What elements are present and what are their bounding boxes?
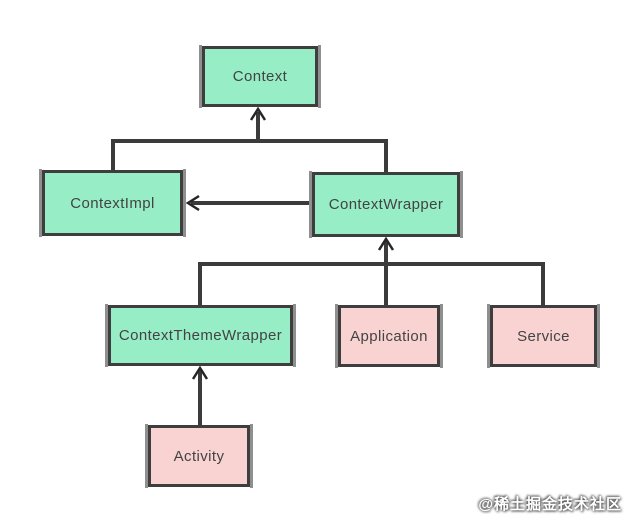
node-context: Context [199,45,321,108]
arrowhead-up-context [249,106,267,121]
arrowhead-left-contextimpl [185,194,200,212]
node-activity-label: Activity [173,447,225,465]
node-application-label: Application [350,327,428,345]
node-contextwrapper-label: ContextWrapper [328,196,444,213]
node-contextimpl: ContextImpl [39,169,186,237]
watermark: @稀土掘金技术社区 [478,496,622,513]
node-contextimpl-label: ContextImpl [70,194,155,212]
arrowhead-up-contextwrapper [377,236,395,251]
node-application: Application [335,304,443,368]
node-contextwrapper: ContextWrapper [309,171,463,238]
edge-inheritance-to-context [111,112,388,172]
node-contextthemewrapper: ContextThemeWrapper [105,304,296,367]
node-context-label: Context [232,68,288,85]
node-contextthemewrapper-label: ContextThemeWrapper [118,327,283,344]
edge-inheritance-to-contextwrapper [198,240,545,305]
node-service: Service [487,304,600,368]
node-activity: Activity [145,424,253,488]
node-service-label: Service [517,327,570,345]
arrowhead-up-contextthemewrapper [191,365,209,380]
